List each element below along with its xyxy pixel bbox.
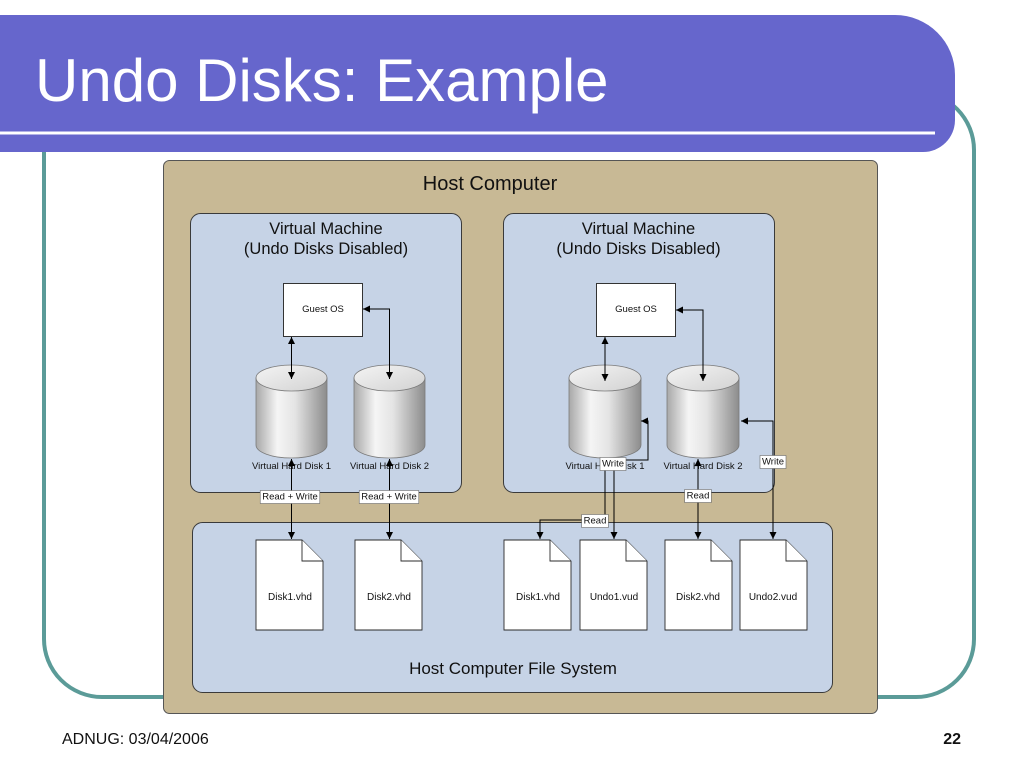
title-band	[0, 15, 955, 152]
svg-text:Write: Write	[762, 457, 784, 468]
vm-title: Virtual Machine	[582, 220, 695, 238]
arrow-guest-os-to-disk2	[676, 306, 707, 381]
file-label: Disk1.vhd	[516, 592, 560, 603]
svg-text:Read: Read	[687, 491, 710, 502]
file-icon-disk2-vhd-right: Disk2.vhd	[664, 539, 733, 631]
file-icon-undo1-vud: Undo1.vud	[579, 539, 648, 631]
file-icon-disk1-vhd-right: Disk1.vhd	[503, 539, 572, 631]
host-file-system: Host Computer File System Disk1.vhd Disk…	[192, 522, 833, 693]
virtual-machine-right: Virtual Machine (Undo Disks Disabled) Gu…	[503, 213, 775, 493]
edge-label-read-write-disk1: Read + Write	[259, 490, 321, 504]
vm-subtitle: (Undo Disks Disabled)	[556, 240, 720, 258]
connectors	[288, 305, 777, 539]
guest-os-box	[596, 283, 676, 337]
connector-labels: Read + Write Read + Write Write Read Rea…	[259, 455, 787, 528]
edge-label-write-disk2: Write	[759, 455, 787, 469]
svg-text:Write: Write	[602, 459, 624, 470]
host-computer-title: Host Computer	[423, 173, 558, 195]
virtual-machine-left: Virtual Machine (Undo Disks Disabled) Gu…	[190, 213, 462, 493]
edge-label-read-disk1: Read	[581, 514, 609, 528]
arrow-disk2-write-to-undo2	[741, 417, 777, 539]
file-icon-undo2-vud: Undo2.vud	[739, 539, 808, 631]
arrow-disk1-write-to-undo1	[610, 417, 649, 539]
file-icon-disk2-vhd-left: Disk2.vhd	[354, 539, 423, 631]
edge-label-read-disk2: Read	[684, 489, 712, 503]
arrow-disk1-read-from-disk1-vhd	[536, 459, 609, 539]
guest-os-label: Guest OS	[615, 304, 657, 315]
file-label: Undo1.vud	[590, 592, 638, 603]
guest-os-label: Guest OS	[302, 304, 344, 315]
svg-text:Read + Write: Read + Write	[361, 492, 417, 503]
slide-title: Undo Disks: Example	[35, 47, 609, 114]
page-number: 22	[943, 731, 961, 748]
virtual-hard-disk-2-label: Virtual Hard Disk 2	[663, 461, 742, 472]
svg-text:Read: Read	[584, 516, 607, 527]
edge-label-read-write-disk2: Read + Write	[358, 490, 420, 504]
file-label: Disk2.vhd	[367, 592, 411, 603]
vm-subtitle: (Undo Disks Disabled)	[244, 240, 408, 258]
vm-title: Virtual Machine	[269, 220, 382, 238]
virtual-hard-disk-1-cylinder	[255, 364, 328, 459]
file-label: Disk2.vhd	[676, 592, 720, 603]
file-label: Undo2.vud	[749, 592, 797, 603]
svg-text:Read + Write: Read + Write	[262, 492, 318, 503]
guest-os-box	[283, 283, 363, 337]
host-computer-diagram: Host Computer Virtual Machine (Undo Disk…	[163, 160, 878, 714]
file-system-title: Host Computer File System	[409, 659, 617, 678]
file-icon-disk1-vhd-left: Disk1.vhd	[255, 539, 324, 631]
edge-label-write-disk1: Write	[599, 457, 627, 471]
footer-left: ADNUG: 03/04/2006	[62, 731, 209, 748]
arrow-guest-os-to-disk2	[363, 305, 393, 379]
file-label: Disk1.vhd	[268, 592, 312, 603]
